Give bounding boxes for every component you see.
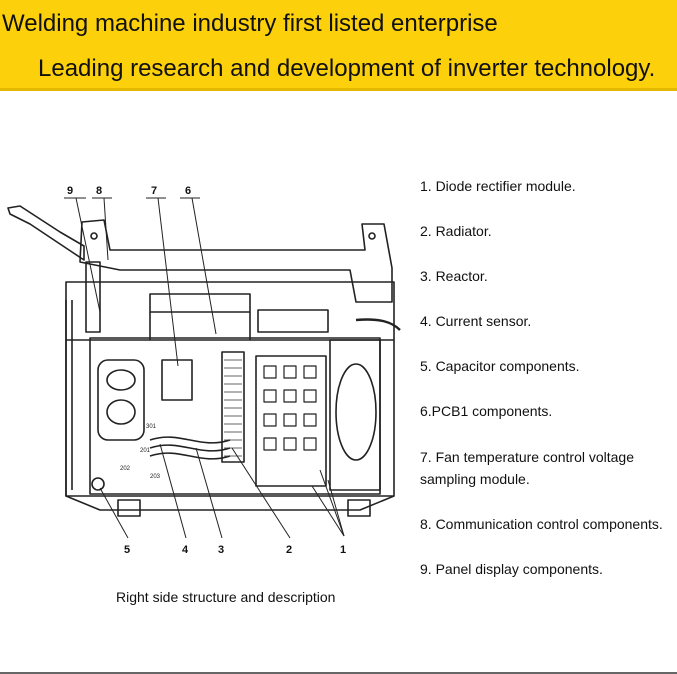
current-sensor [161, 359, 193, 401]
label-203: 203 [150, 474, 161, 480]
legend-item-8: 8. Communication control components. [420, 516, 663, 532]
legend-item-9: 9. Panel display components. [420, 561, 603, 577]
radiator [221, 351, 245, 463]
pcb1 [149, 293, 251, 313]
top-cover [79, 219, 393, 303]
legend-item-3: 3. Reactor. [420, 268, 488, 284]
legend-item-4: 4. Current sensor. [420, 313, 532, 329]
legend-item-1: 1. Diode rectifier module. [420, 178, 576, 194]
callout-8: 8 [96, 185, 102, 197]
callout-5: 5 [124, 544, 130, 556]
foot-right [347, 499, 371, 517]
callout-2: 2 [286, 544, 292, 556]
banner-subheadline: Leading research and development of inve… [38, 55, 656, 82]
callout-9: 9 [67, 185, 73, 197]
label-202: 202 [120, 466, 131, 472]
welder-structure-diagram: 9 8 7 6 5 4 3 2 1 301 201 202 203 [7, 185, 401, 556]
legend-item-7-continued: sampling module. [420, 471, 530, 487]
callout-3: 3 [218, 544, 224, 556]
handle [7, 205, 85, 261]
label-301: 301 [146, 424, 157, 430]
diagram-caption: Right side structure and description [116, 589, 336, 605]
banner-headline: Welding machine industry first listed en… [2, 10, 498, 37]
label-201: 201 [140, 448, 151, 454]
rectifier-module [255, 355, 327, 487]
panel-display [85, 261, 101, 333]
callout-6: 6 [185, 185, 191, 197]
legend-item-7: 7. Fan temperature control voltage [420, 449, 635, 465]
callout-1: 1 [340, 544, 346, 556]
header-banner: Welding machine industry first listed en… [0, 0, 677, 91]
callout-4: 4 [182, 544, 189, 556]
legend-item-6: 6.PCB1 components. [420, 403, 553, 419]
callout-7: 7 [151, 185, 157, 197]
fan [335, 363, 377, 461]
capacitor [91, 477, 105, 491]
bottom-rule [0, 672, 677, 674]
reactor [97, 359, 145, 441]
legend-item-2: 2. Radiator. [420, 223, 492, 239]
foot-left [117, 499, 141, 517]
legend-item-5: 5. Capacitor components. [420, 358, 580, 374]
